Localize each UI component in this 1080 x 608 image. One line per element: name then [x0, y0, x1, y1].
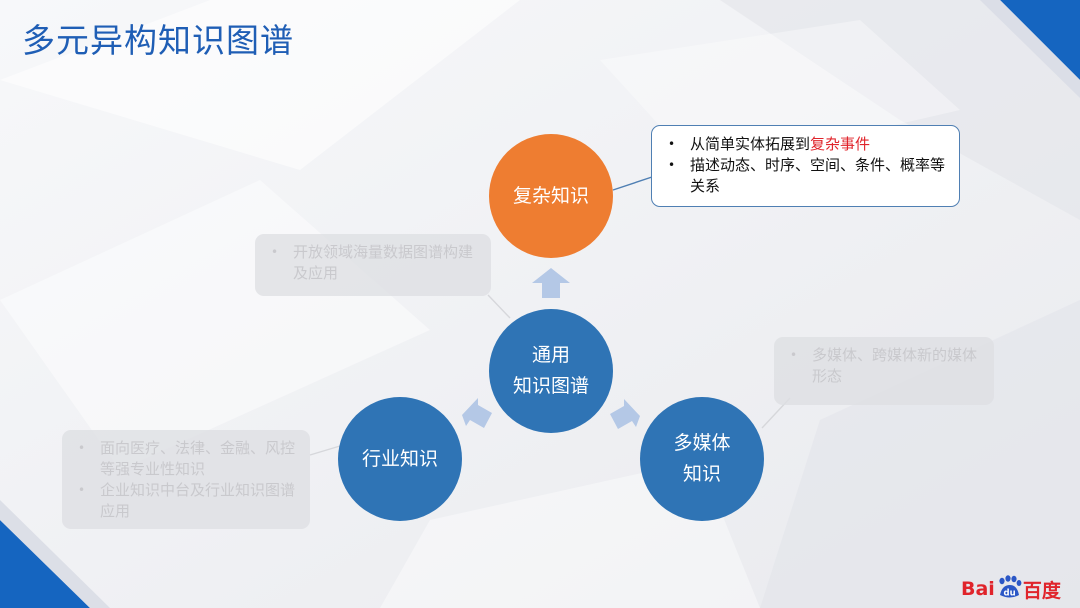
- page-title: 多元异构知识图谱: [22, 21, 294, 60]
- baidu-logo: Bai du 百度: [961, 574, 1061, 604]
- node-general-knowledge-graph: 通用 知识图谱: [489, 309, 613, 433]
- paw-icon: du: [996, 574, 1022, 604]
- note-general-item: 开放领域海量数据图谱构建及应用: [271, 242, 481, 284]
- note-industry-item-2: 企业知识中台及行业知识图谱应用: [78, 480, 300, 522]
- note-industry-item-1: 面向医疗、法律、金融、风控等强专业性知识: [78, 438, 300, 480]
- corner-top-right-light: [980, 0, 1080, 98]
- node-multimedia-knowledge: 多媒体 知识: [640, 397, 764, 521]
- node-complex-knowledge: 复杂知识: [489, 134, 613, 258]
- note-industry-knowledge: 面向医疗、法律、金融、风控等强专业性知识 企业知识中台及行业知识图谱应用: [62, 430, 310, 529]
- note-media-knowledge: 多媒体、跨媒体新的媒体形态: [774, 337, 994, 405]
- arrow-up: [532, 268, 570, 298]
- logo-text-right: 百度: [1022, 579, 1061, 602]
- note-general-knowledge: 开放领域海量数据图谱构建及应用: [255, 234, 491, 296]
- note-complex-highlight: 复杂事件: [810, 135, 871, 153]
- connector-general: [487, 294, 511, 319]
- arrow-right-down: [610, 399, 640, 429]
- logo-paw-text: du: [1003, 588, 1015, 598]
- connector-complex: [612, 175, 656, 191]
- note-complex-text: 从简单实体拓展到: [690, 135, 811, 153]
- note-media-item: 多媒体、跨媒体新的媒体形态: [790, 345, 984, 387]
- note-complex-item-2: 描述动态、时序、空间、条件、概率等关系: [668, 155, 949, 197]
- logo-text-left: Bai: [961, 578, 995, 600]
- connector-industry: [309, 445, 341, 456]
- arrow-left-down: [462, 398, 492, 428]
- note-complex-knowledge: 从简单实体拓展到复杂事件 描述动态、时序、空间、条件、概率等关系: [651, 125, 960, 207]
- note-complex-item-1: 从简单实体拓展到复杂事件: [668, 134, 949, 155]
- node-industry-knowledge: 行业知识: [338, 397, 462, 521]
